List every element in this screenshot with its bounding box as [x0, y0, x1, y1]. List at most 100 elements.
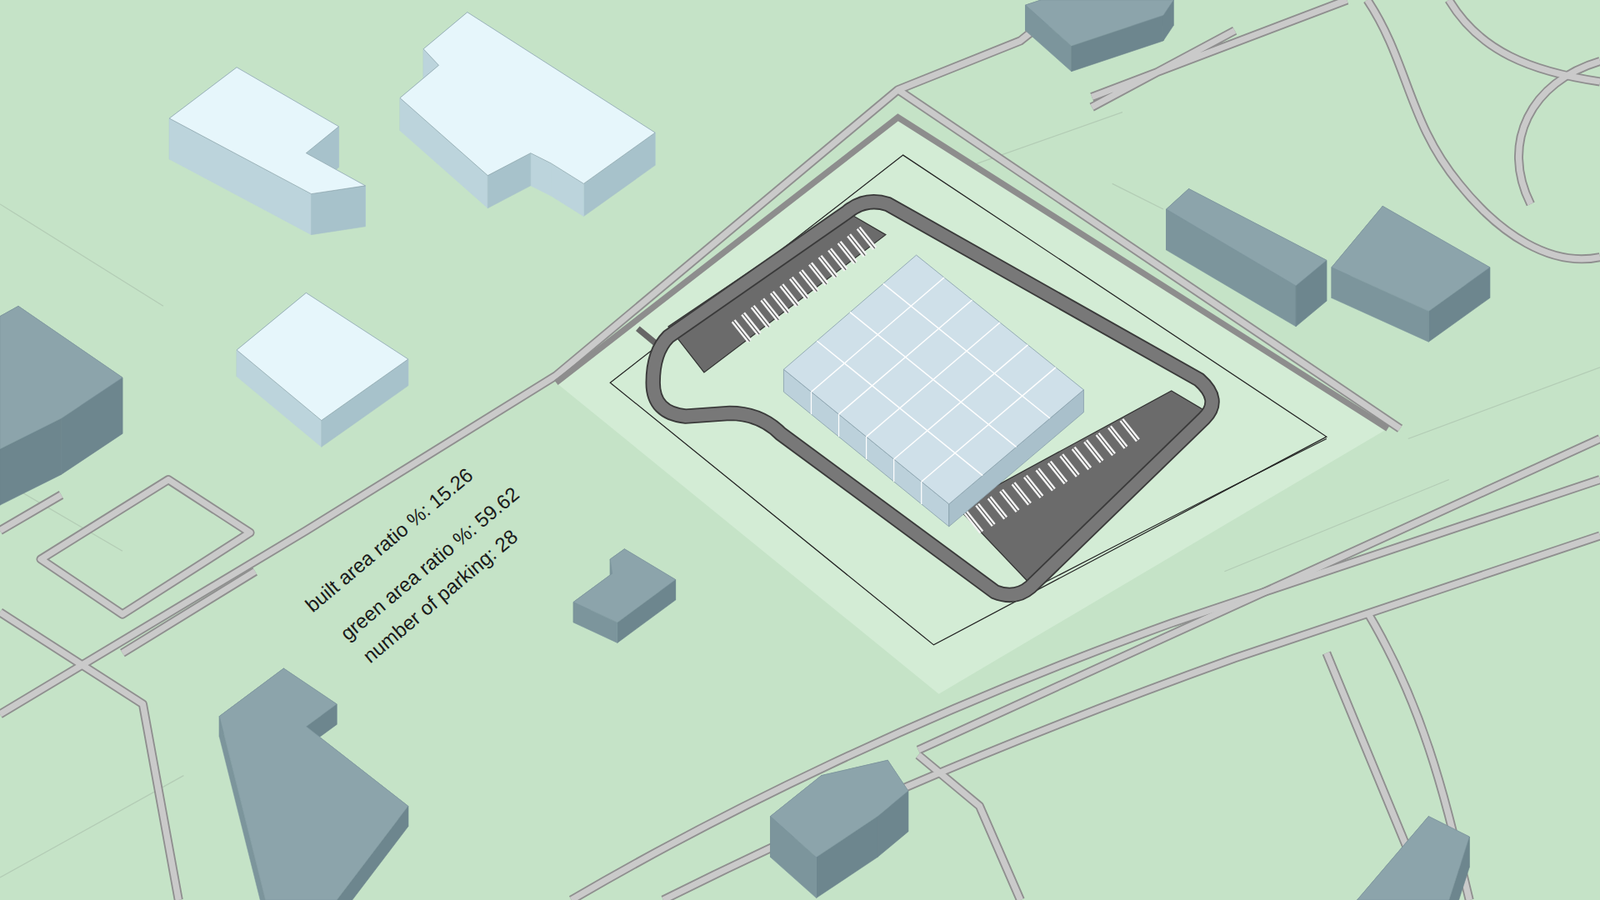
- parking-stall-line: [771, 292, 789, 313]
- roof-grid: [894, 345, 1029, 460]
- parking-stall: [790, 278, 808, 299]
- parking-stall: [1097, 434, 1115, 455]
- road: [0, 612, 179, 900]
- parking-stall-line: [977, 505, 995, 525]
- parking-stall: [1049, 462, 1066, 483]
- parking-stall: [965, 511, 982, 532]
- building-roof: [400, 12, 655, 185]
- parking-stall: [977, 505, 995, 525]
- parking-stalls: [733, 228, 1138, 533]
- road: [663, 535, 1600, 900]
- parking-stall-line: [1025, 476, 1042, 497]
- road-edge: [0, 612, 179, 900]
- road: [918, 755, 1020, 900]
- parking-stall: [771, 292, 789, 313]
- parking-stall-line: [733, 320, 750, 341]
- parking-stall: [752, 306, 770, 327]
- parking-stall: [849, 235, 866, 255]
- buildings: [0, 0, 1490, 900]
- parking-stall-line: [762, 299, 780, 320]
- parking-stall-line: [1013, 483, 1030, 504]
- building-roof: [1166, 189, 1327, 286]
- parking-stall-line: [752, 306, 770, 327]
- parking-stall: [810, 264, 827, 285]
- road: [1326, 612, 1470, 900]
- site-plot: [555, 117, 1388, 695]
- road-edge: [0, 495, 255, 654]
- wall-grid: [810, 391, 812, 415]
- plot-boundary: [610, 155, 1327, 645]
- parking-stall-line: [781, 285, 799, 305]
- parking-stall: [1001, 490, 1019, 511]
- drive-loop-edge: [653, 201, 1213, 595]
- parking-stall: [858, 228, 875, 249]
- parking-stall-line: [743, 314, 760, 335]
- parking-stall-line: [810, 264, 827, 285]
- building-roof: [0, 305, 123, 449]
- building-side: [310, 185, 365, 235]
- parking-stall: [781, 285, 799, 305]
- parking-stall: [839, 242, 856, 263]
- building-roof: [219, 668, 409, 900]
- parking-stall: [1025, 476, 1042, 497]
- parking-stall: [1013, 483, 1030, 504]
- wall-grid: [893, 459, 895, 482]
- roof-grid: [921, 367, 1056, 482]
- building-roof: [573, 549, 675, 623]
- parking-stall-line: [1121, 420, 1139, 440]
- drive-loop: [653, 201, 1213, 595]
- parking-stall: [1037, 469, 1055, 490]
- road-edge: [663, 535, 1600, 900]
- parking-stall-line: [1001, 490, 1019, 511]
- parking-stall-line: [989, 497, 1006, 518]
- warehouse-roof: [783, 255, 1084, 505]
- road: [1449, 0, 1600, 82]
- parking-stall: [1061, 455, 1079, 475]
- building-roof: [169, 67, 365, 195]
- parking-stall: [1109, 426, 1126, 447]
- parking-stall-line: [1109, 426, 1126, 447]
- parking-stall: [743, 314, 760, 335]
- parking-stall-line: [820, 256, 837, 277]
- parking-stall-line: [849, 235, 866, 255]
- parking-stall-line: [800, 270, 818, 291]
- parking-stall: [733, 320, 750, 341]
- parking-stall-line: [1061, 455, 1079, 475]
- parking-stall: [800, 270, 818, 291]
- wall-grid: [920, 481, 922, 505]
- parking-stall-line: [1037, 469, 1055, 490]
- building-roof: [1025, 0, 1175, 46]
- wall-grid: [838, 414, 840, 437]
- parking-stall-line: [790, 278, 808, 299]
- parking-stall: [762, 299, 780, 320]
- roof-grid: [810, 277, 945, 392]
- parking-stall-line: [1073, 448, 1090, 469]
- building-roof: [236, 292, 409, 420]
- parking-stall-line: [1097, 434, 1115, 455]
- roof-grid: [866, 322, 1000, 437]
- road: [0, 495, 255, 654]
- parking-stall: [830, 249, 847, 270]
- parking-stall: [1121, 420, 1139, 440]
- wall-grid: [865, 436, 867, 460]
- parking-stall: [1085, 440, 1103, 461]
- parking-stall-line: [1085, 440, 1103, 461]
- parking-stall: [989, 497, 1006, 518]
- roof-grid: [850, 312, 1017, 448]
- warehouse: [783, 255, 1084, 527]
- building-roof: [770, 760, 908, 857]
- parking-stall: [820, 256, 837, 277]
- parking-stall-line: [830, 249, 847, 270]
- parking-stall-line: [839, 242, 856, 263]
- road-edge: [1326, 612, 1470, 900]
- parking-stall-line: [965, 511, 982, 532]
- access-road: [637, 328, 655, 343]
- roof-grid: [839, 300, 973, 415]
- parking-stall-line: [1049, 462, 1066, 483]
- building-roof: [1331, 205, 1490, 311]
- building-roof: [1357, 816, 1470, 900]
